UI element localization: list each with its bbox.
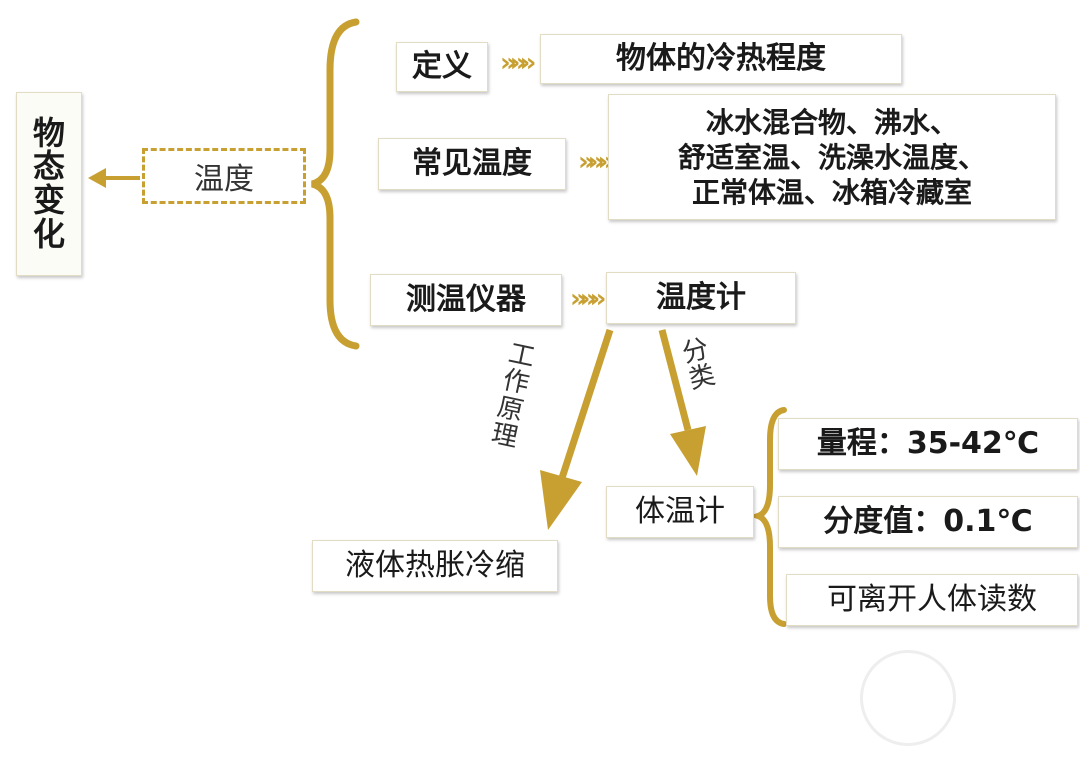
root-char: 变	[32, 181, 65, 219]
chevron-icon: »»»	[500, 48, 536, 78]
root-char: 物	[32, 113, 65, 152]
arrow-classify	[658, 329, 692, 431]
common-values: 冰水混合物、沸水、 舒适室温、洗澡水温度、 正常体温、冰箱冷藏室	[608, 94, 1056, 220]
arrow-to-root-head	[88, 168, 106, 188]
reading-value: 可离开人体读数	[786, 574, 1078, 626]
thermometer-node: 温度计	[606, 272, 796, 324]
instrument-label: 测温仪器	[370, 274, 562, 326]
root-char: 化	[32, 214, 65, 253]
main-brace	[310, 18, 360, 350]
common-value-line: 冰水混合物、沸水、	[705, 105, 958, 139]
arrow-classify-head	[670, 426, 706, 476]
clinical-thermometer: 体温计	[606, 486, 754, 538]
principle-value: 液体热胀冷缩	[312, 540, 558, 592]
definition-label: 定义	[396, 42, 488, 92]
root-char: 态	[32, 147, 65, 186]
range-value: 量程：35-42℃	[778, 418, 1078, 470]
division-value: 分度值：0.1℃	[778, 496, 1078, 548]
common-value-line: 正常体温、冰箱冷藏室	[691, 175, 972, 209]
arrow-principle-head	[540, 470, 582, 530]
root-node: 物 态 变 化	[16, 92, 82, 276]
sub-brace	[748, 407, 787, 627]
temperature-node: 温度	[142, 148, 306, 204]
chevron-icon: »»»	[570, 284, 606, 314]
common-label: 常见温度	[378, 138, 566, 190]
common-value-line: 舒适室温、洗澡水温度、	[677, 140, 986, 174]
principle-char: 理	[488, 418, 521, 454]
arrow-principle	[558, 328, 614, 480]
definition-value: 物体的冷热程度	[540, 34, 902, 84]
chevron-icon: »»»	[578, 147, 614, 177]
